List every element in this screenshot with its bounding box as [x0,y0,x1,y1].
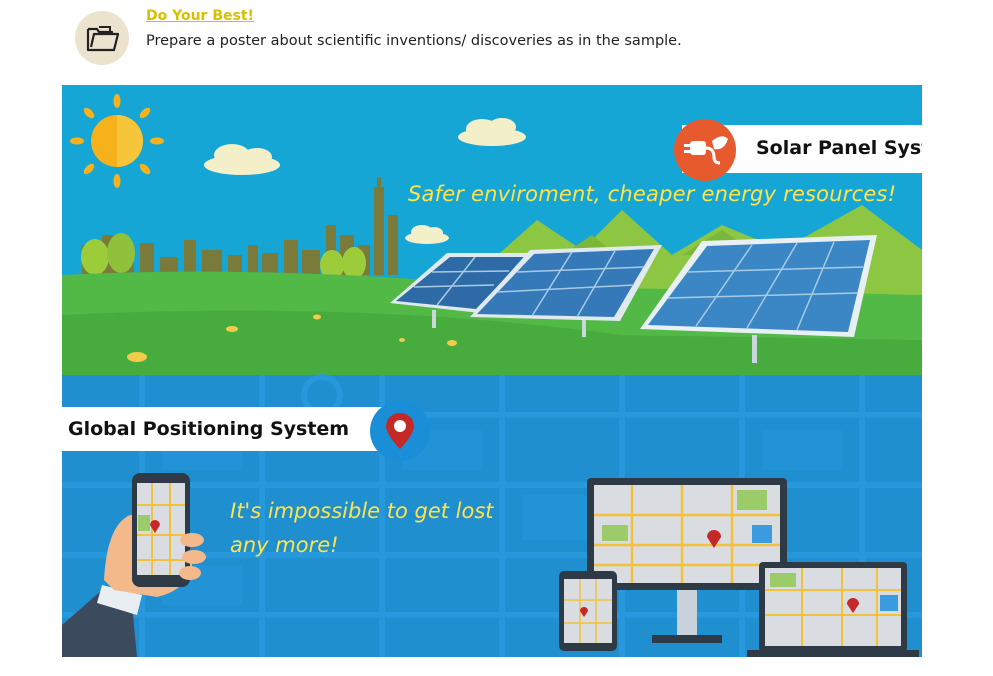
map-pin-icon-badge [370,401,430,461]
trees [81,233,366,285]
devices [559,478,919,657]
gps-tagline-line2: any more! [230,533,339,557]
solar-tagline: Safer enviroment, cheaper energy resourc… [408,182,897,206]
solar-title: Solar Panel System [756,137,922,159]
plug-leaf-icon [684,136,728,165]
plug-leaf-icon-badge [674,119,736,181]
gps-title: Global Positioning System [68,418,350,440]
gps-tagline: It's impossible to get lost any more! [230,494,550,562]
clouds [204,118,526,244]
folder-icon-badge [75,11,129,65]
open-folder-icon [86,26,120,52]
poster-illustration [62,85,922,657]
map-pin-icon [386,413,414,449]
gps-tagline-line1: It's impossible to get lost [230,499,494,523]
solar-title-banner: Solar Panel System [674,119,922,181]
task-title: Do Your Best! [146,8,254,24]
phone-in-hand [62,473,206,657]
solar-panels [390,235,877,363]
task-instruction: Prepare a poster about scientific invent… [146,33,682,49]
poster: Solar Panel System Safer enviroment, che… [62,85,922,657]
sun-icon [70,94,164,188]
gps-title-banner: Global Positioning System [62,401,430,461]
